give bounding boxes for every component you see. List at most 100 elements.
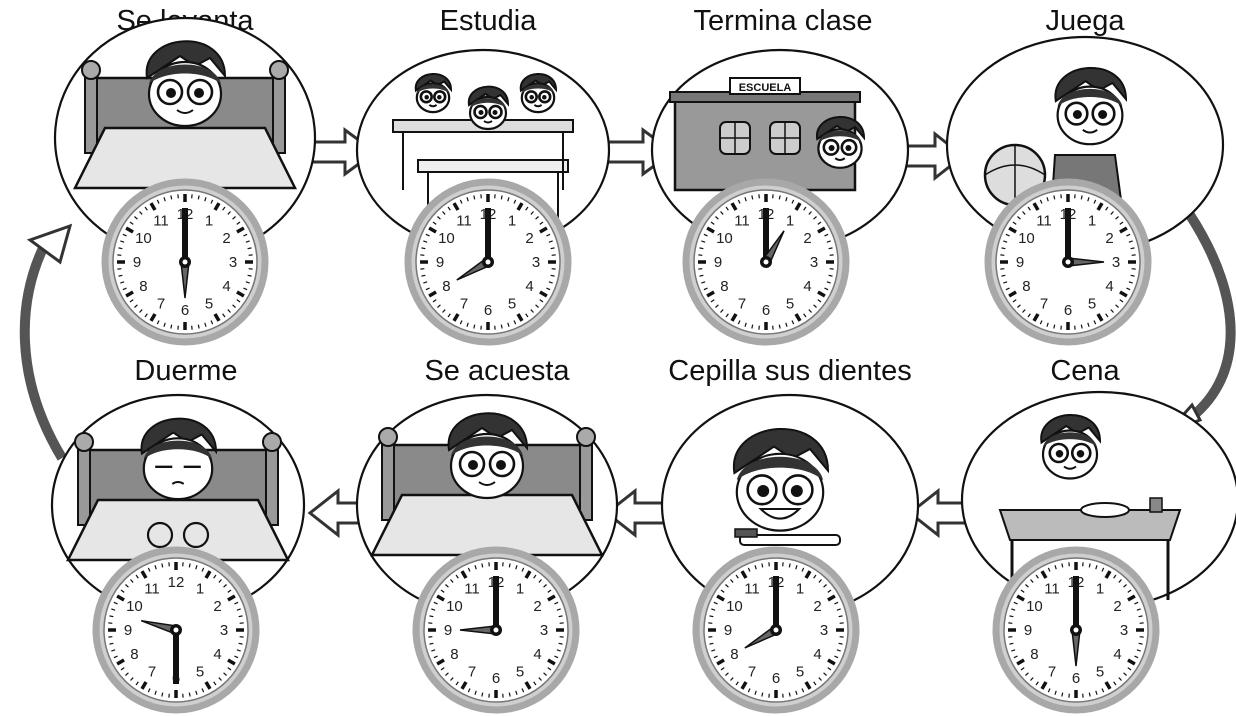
clock-number: 1 — [516, 580, 524, 597]
clock-number: 8 — [730, 646, 738, 663]
clock-number: 3 — [810, 254, 818, 271]
clock-number: 1 — [205, 212, 213, 229]
clock-number: 2 — [213, 598, 221, 615]
clock-number: 8 — [720, 278, 728, 295]
clock-number: 7 — [738, 296, 746, 313]
clock-number: 9 — [124, 622, 132, 639]
analog-clock: 121234567891011 — [92, 546, 260, 714]
analog-clock: 121234567891011 — [984, 178, 1152, 346]
analog-clock: 121234567891011 — [992, 546, 1160, 714]
clock-number: 7 — [468, 664, 476, 681]
clock-number: 1 — [196, 580, 204, 597]
clock-number: 7 — [1048, 664, 1056, 681]
analog-clock: 121234567891011 — [404, 178, 572, 346]
clock-number: 4 — [533, 646, 541, 663]
boy-sleeping-illustration — [65, 417, 291, 562]
clock-number: 2 — [813, 598, 821, 615]
activity-title: Cena — [1050, 355, 1120, 387]
clock-number: 11 — [144, 580, 160, 597]
clock-number: 5 — [796, 664, 804, 681]
clock-number: 1 — [508, 212, 516, 229]
clock-number: 5 — [205, 296, 213, 313]
analog-clock: 121234567891011 — [682, 178, 850, 346]
clock-number: 10 — [1018, 230, 1035, 247]
clock-number: 6 — [772, 670, 780, 687]
cycle-arrow-left-head — [26, 223, 73, 265]
clock-number: 9 — [1024, 622, 1032, 639]
clock-number: 8 — [1022, 278, 1030, 295]
clock-number: 2 — [1105, 230, 1113, 247]
clock-number: 9 — [724, 622, 732, 639]
boy-eating-dinner-illustration — [998, 414, 1182, 600]
clock-number: 10 — [1026, 598, 1043, 615]
activity-title: Termina clase — [694, 5, 873, 37]
clock-number: 9 — [714, 254, 722, 271]
activity-panel-2: Estudia121234567891011 — [355, 5, 611, 346]
clock-number: 8 — [139, 278, 147, 295]
clock-number: 8 — [450, 646, 458, 663]
clock-number: 7 — [157, 296, 165, 313]
flow-arrow-5 — [604, 487, 667, 539]
activity-panel-5: Cena121234567891011 — [960, 355, 1236, 714]
activity-title: Estudia — [440, 5, 538, 37]
clock-number: 10 — [446, 598, 463, 615]
analog-clock: 121234567891011 — [412, 546, 580, 714]
boy-brushing-teeth-illustration — [733, 427, 841, 546]
clock-number: 10 — [716, 230, 733, 247]
activity-panel-4: Juega121234567891011 — [945, 5, 1225, 346]
clock-number: 7 — [1040, 296, 1048, 313]
activity-title: Duerme — [134, 355, 237, 387]
clock-number: 11 — [456, 212, 472, 229]
clock-number: 4 — [803, 278, 811, 295]
clock-number: 6 — [1064, 302, 1072, 319]
clock-number: 7 — [748, 664, 756, 681]
clock-number: 2 — [1113, 598, 1121, 615]
clock-number: 5 — [786, 296, 794, 313]
clock-number: 2 — [525, 230, 533, 247]
clock-number: 3 — [220, 622, 228, 639]
activity-title: Se acuesta — [424, 355, 570, 387]
clock-number: 4 — [1113, 646, 1121, 663]
boy-going-to-bed-illustration — [369, 412, 605, 557]
clock-number: 2 — [533, 598, 541, 615]
clock-number: 7 — [460, 296, 468, 313]
clock-number: 11 — [1044, 580, 1060, 597]
clock-number: 1 — [1096, 580, 1104, 597]
clock-number: 7 — [148, 664, 156, 681]
clock-number: 9 — [436, 254, 444, 271]
clock-number: 4 — [222, 278, 230, 295]
clock-number: 2 — [222, 230, 230, 247]
clock-number: 11 — [734, 212, 750, 229]
clock-number: 6 — [181, 302, 189, 319]
clock-number: 1 — [1088, 212, 1096, 229]
clock-number: 10 — [135, 230, 152, 247]
clock-number: 11 — [744, 580, 760, 597]
clock-number: 2 — [803, 230, 811, 247]
activity-panel-1: Se levanta121234567891011 — [53, 5, 317, 346]
activity-title: Juega — [1045, 5, 1125, 37]
classroom-desks-illustration — [392, 73, 574, 220]
clock-number: 8 — [442, 278, 450, 295]
clock-number: 11 — [153, 212, 169, 229]
cycle-arrow-left-up — [19, 235, 67, 461]
clock-number: 3 — [820, 622, 828, 639]
clock-number: 12 — [168, 574, 185, 591]
clock-number: 1 — [796, 580, 804, 597]
clock-number: 8 — [130, 646, 138, 663]
clock-number: 9 — [444, 622, 452, 639]
analog-clock: 121234567891011 — [101, 178, 269, 346]
clock-number: 5 — [1088, 296, 1096, 313]
cycle-arrow-right-down — [1182, 212, 1236, 427]
clock-number: 3 — [540, 622, 548, 639]
clock-number: 10 — [726, 598, 743, 615]
clock-number: 5 — [516, 664, 524, 681]
clock-number: 4 — [525, 278, 533, 295]
clock-number: 9 — [133, 254, 141, 271]
activity-panel-7: Se acuesta121234567891011 — [355, 355, 619, 714]
clock-number: 9 — [1016, 254, 1024, 271]
clock-number: 3 — [229, 254, 237, 271]
activity-panel-6: Cepilla sus dientes121234567891011 — [660, 355, 920, 714]
clock-number: 8 — [1030, 646, 1038, 663]
activity-panel-8: Duerme121234567891011 — [50, 355, 306, 714]
